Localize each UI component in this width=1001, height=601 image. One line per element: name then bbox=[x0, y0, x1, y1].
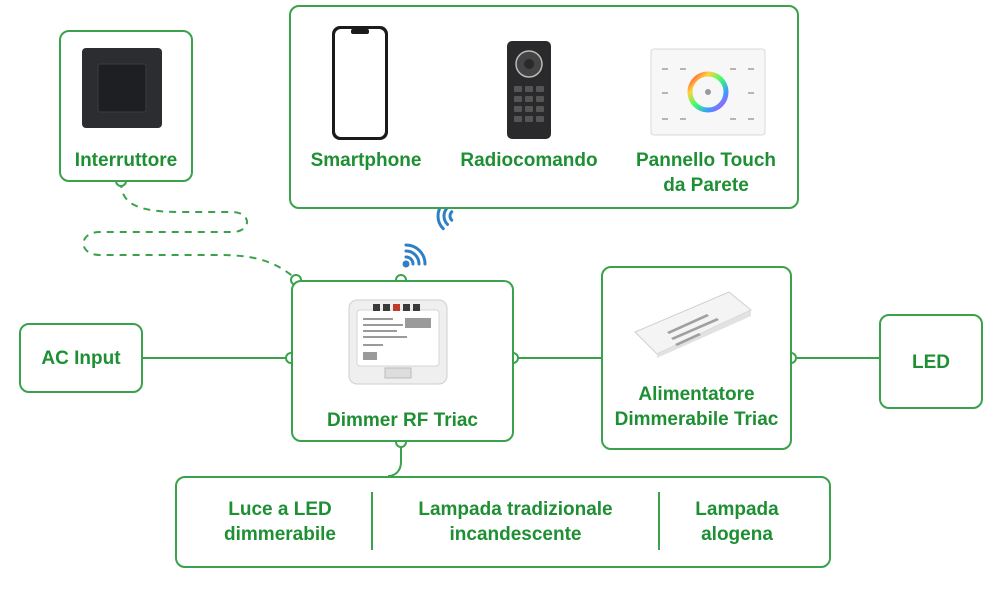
load-item-line1: Lampada tradizionale bbox=[418, 499, 613, 520]
label-pannello-line1: Pannello Touch bbox=[635, 150, 777, 171]
touch-panel-icon bbox=[650, 48, 766, 136]
label-pannello-line2: da Parete bbox=[663, 175, 749, 196]
loads-divider bbox=[371, 492, 373, 550]
load-item-line2: alogena bbox=[701, 524, 773, 545]
label-alimentatore-line1: Alimentatore bbox=[638, 384, 755, 405]
load-item-line1: Luce a LED bbox=[228, 499, 332, 520]
label-ac-input: AC Input bbox=[41, 348, 121, 369]
node-alimentatore bbox=[601, 266, 792, 450]
wall-switch-icon bbox=[82, 48, 162, 128]
node-ac-input bbox=[19, 323, 143, 393]
label-alimentatore-line2: Dimmerabile Triac bbox=[614, 409, 779, 430]
label-radiocomando: Radiocomando bbox=[460, 150, 598, 171]
dashed-link-switch-dimmer bbox=[82, 180, 295, 278]
load-item-line2: dimmerabile bbox=[224, 524, 336, 545]
load-item: Luce a LED dimmerabile bbox=[192, 497, 368, 547]
label-led: LED bbox=[912, 352, 950, 373]
node-led bbox=[879, 314, 983, 409]
load-item-line1: Lampada bbox=[695, 499, 779, 520]
load-item: Lampada tradizionale incandescente bbox=[378, 497, 653, 547]
label-dimmer: Dimmer RF Triac bbox=[327, 410, 478, 431]
power-supply-icon bbox=[634, 291, 752, 358]
load-item: Lampada alogena bbox=[662, 497, 812, 547]
dimmer-module-icon bbox=[348, 299, 448, 385]
loads-divider bbox=[658, 492, 660, 550]
label-pannello: Pannello Touch da Parete bbox=[620, 148, 792, 198]
label-alimentatore: Alimentatore Dimmerabile Triac bbox=[601, 382, 792, 432]
label-smartphone: Smartphone bbox=[310, 150, 422, 171]
node-loads bbox=[175, 476, 831, 568]
smartphone-icon bbox=[332, 26, 388, 140]
label-interruttore: Interruttore bbox=[74, 150, 178, 171]
remote-control-icon bbox=[507, 41, 551, 139]
wire-dimmer-loads bbox=[387, 442, 402, 477]
wifi-icon bbox=[402, 243, 427, 268]
load-item-line2: incandescente bbox=[449, 524, 582, 545]
